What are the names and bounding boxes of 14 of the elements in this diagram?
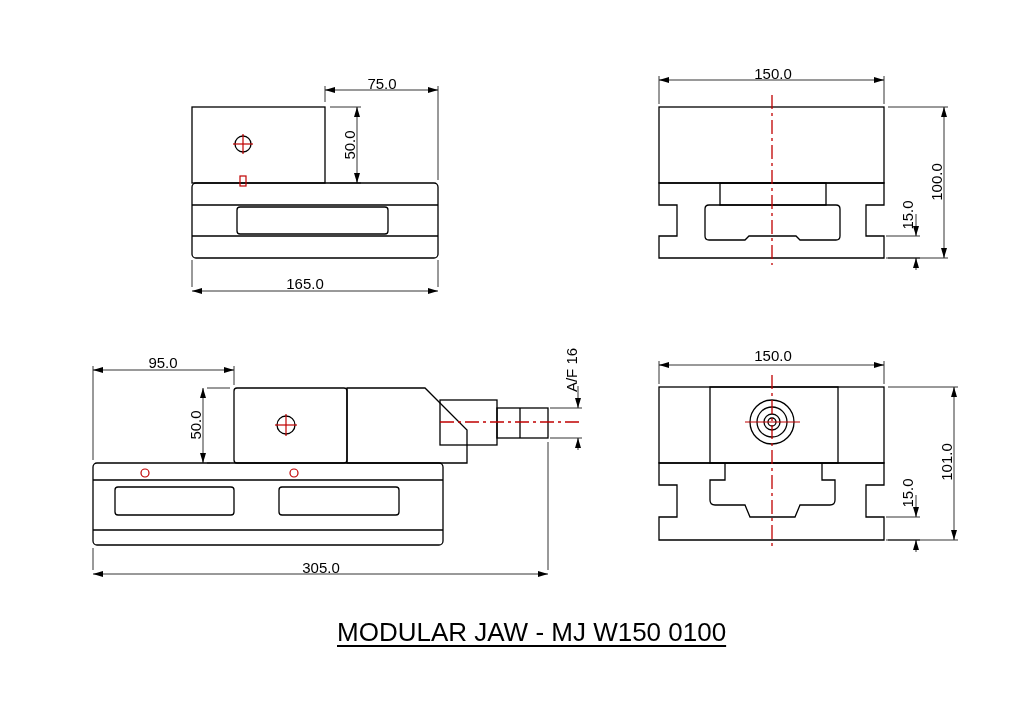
dimension-label: 101.0 xyxy=(938,443,954,481)
dimension-label: 165.0 xyxy=(286,275,324,291)
dimension-label: 150.0 xyxy=(754,65,792,81)
dimension-label: 15.0 xyxy=(899,478,915,508)
dimension-label: 50.0 xyxy=(341,130,357,160)
dimension-label: 150.0 xyxy=(754,347,792,363)
dimension-label: 100.0 xyxy=(928,163,944,201)
dimension-label: 75.0 xyxy=(367,75,397,91)
drawing-title: MODULAR JAW - MJ W150 0100 xyxy=(337,616,727,649)
dimension-label: A/F 16 xyxy=(563,347,579,393)
dimension-label: 95.0 xyxy=(148,354,178,370)
dimension-label: 305.0 xyxy=(302,559,340,575)
dimension-label: 50.0 xyxy=(187,410,203,440)
dimension-label: 15.0 xyxy=(899,200,915,230)
